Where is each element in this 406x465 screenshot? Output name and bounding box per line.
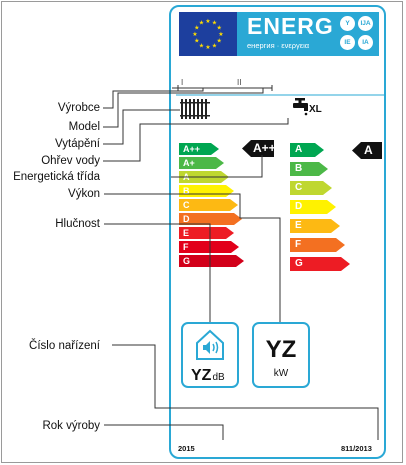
svg-text:★: ★	[194, 25, 199, 32]
svg-text:★: ★	[217, 38, 222, 45]
heating-class-c: C	[179, 199, 238, 211]
water-class-a: A	[290, 143, 324, 157]
heating-class-g: G	[179, 255, 244, 267]
noise-value: YZ	[191, 367, 212, 384]
energ-suffix-ija: IJA	[358, 16, 373, 31]
callout-vytapeni: Vytápění	[55, 138, 100, 150]
energ-subtitle: енергия · ενεργεια	[247, 41, 310, 50]
water-tap-icon	[289, 96, 311, 121]
callout-vykon: Výkon	[68, 188, 100, 200]
energy-label	[169, 5, 386, 459]
svg-text:★: ★	[212, 20, 217, 27]
supplier-mark-i: I	[181, 78, 184, 87]
footer-regulation: 811/2013	[341, 444, 372, 453]
energy-header-band	[237, 12, 379, 56]
callout-energeticka-trida: Energetická třída	[13, 171, 100, 183]
heating-class-e: E	[179, 227, 234, 239]
svg-text:★: ★	[212, 42, 217, 49]
water-class-f: F	[290, 238, 345, 252]
noise-box: YZdB	[181, 322, 239, 388]
svg-text:★: ★	[199, 20, 204, 27]
svg-text:★: ★	[218, 31, 223, 38]
water-class-g: G	[290, 257, 350, 271]
footer-year: 2015	[178, 444, 195, 453]
svg-text:★: ★	[192, 31, 197, 38]
water-class-c: C	[290, 181, 332, 195]
heating-class-app: A++	[179, 143, 219, 155]
power-unit: kW	[273, 368, 289, 379]
water-class-d: D	[290, 200, 336, 214]
svg-text:★: ★	[199, 42, 204, 49]
eu-flag-icon: ★ ★ ★ ★ ★ ★ ★ ★ ★ ★ ★ ★	[179, 12, 237, 56]
callout-rok-vyroby: Rok výroby	[42, 420, 100, 432]
callout-ohrev-vody: Ohřev vody	[41, 155, 100, 167]
svg-text:★: ★	[194, 38, 199, 45]
heating-class-ap: A+	[179, 157, 224, 169]
power-value: YZ	[265, 336, 297, 363]
water-rating-arrow: A	[352, 142, 382, 159]
heating-rating-arrow: A++	[242, 140, 274, 157]
water-profile: XL	[309, 104, 322, 115]
noise-unit: dB	[212, 372, 225, 383]
heating-class-f: F	[179, 241, 239, 253]
energ-wordmark: ENERG	[247, 13, 334, 39]
radiator-icon	[180, 97, 214, 126]
water-class-b: B	[290, 162, 328, 176]
svg-text:★: ★	[205, 44, 210, 51]
callout-hlucnost: Hlučnost	[55, 218, 100, 230]
svg-text:★: ★	[217, 25, 222, 32]
water-class-e: E	[290, 219, 340, 233]
energ-suffix-ia: IA	[358, 35, 373, 50]
heating-class-d: D	[179, 213, 242, 225]
energ-suffix-y: Y	[340, 16, 355, 31]
svg-text:★: ★	[205, 18, 210, 25]
speaker-house-icon	[195, 329, 225, 366]
energ-suffix-ie: IE	[340, 35, 355, 50]
callout-model: Model	[68, 121, 100, 133]
callout-vyrobce: Výrobce	[57, 102, 100, 114]
power-box: YZ kW	[252, 322, 310, 388]
callout-cislo-narizeni: Číslo nařízení	[29, 340, 100, 352]
supplier-mark-ii: II	[237, 78, 242, 87]
